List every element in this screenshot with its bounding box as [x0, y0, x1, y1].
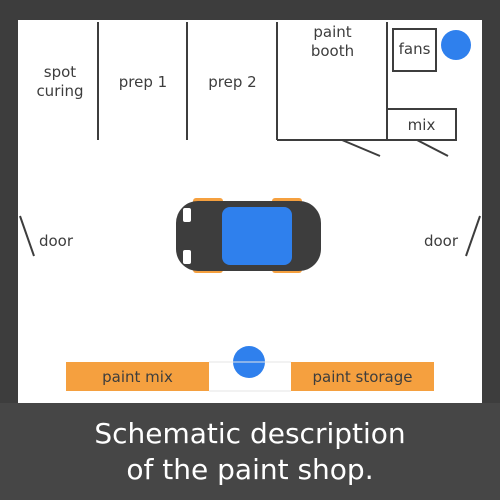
mix-label: mix [407, 116, 436, 134]
door-right-swing [465, 215, 481, 257]
door-right-label: door [423, 232, 459, 250]
diagram-caption: Schematic description of the paint shop. [0, 403, 500, 500]
fans-label: fans [398, 40, 431, 58]
room-prep-1-label: prep 1 [118, 73, 168, 91]
door-left-label: door [38, 232, 74, 250]
car-headlight [183, 250, 191, 264]
mix-box [386, 108, 457, 141]
booth-door-right [416, 139, 449, 157]
room-spot-curing-label: spot curing [36, 63, 84, 100]
paint-storage-bench: paint storage [291, 362, 434, 391]
car-icon [176, 198, 321, 273]
room-prep-2-label: prep 2 [208, 73, 257, 91]
booth-fixture [441, 30, 471, 60]
fans-box [392, 28, 437, 72]
door-left-swing [19, 215, 35, 257]
car-headlight [183, 208, 191, 222]
car-roof [222, 207, 292, 265]
paint-mix-bench: paint mix [66, 362, 209, 391]
booth-door-left [341, 139, 381, 157]
room-paint-booth-label: paint booth [310, 23, 355, 60]
